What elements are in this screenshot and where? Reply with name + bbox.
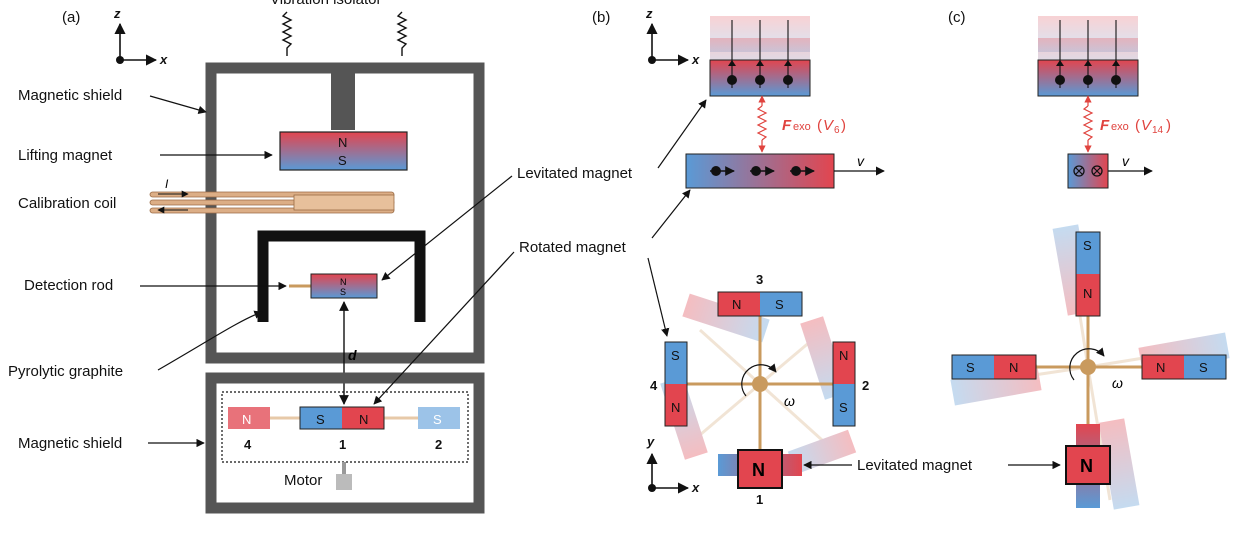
rotor-2-b-n: N xyxy=(839,348,848,363)
velocity-label-b: v xyxy=(857,153,865,169)
motor-shaft xyxy=(336,474,352,490)
force-b-paren-close: ) xyxy=(841,117,846,134)
axis-z-label-b: z xyxy=(645,6,653,21)
force-c-argsub: 14 xyxy=(1152,125,1164,136)
rotor-c-top-s: S xyxy=(1083,238,1092,253)
lifting-magnet: N S xyxy=(279,131,408,171)
lifting-magnet-n: N xyxy=(338,135,347,150)
rotor-magnet-2-a: S xyxy=(418,407,460,429)
rotor-c-left-s: S xyxy=(966,360,975,375)
axis-x-label-b: x xyxy=(691,52,700,67)
force-c-paren-close: ) xyxy=(1166,117,1171,134)
rotor-c-right-n: N xyxy=(1156,360,1165,375)
rotor-number-4-b: 4 xyxy=(650,378,658,393)
panel-b-label: (b) xyxy=(592,9,610,26)
lifting-magnet-label: Lifting magnet xyxy=(18,147,113,164)
calibration-coil-label: Calibration coil xyxy=(18,195,116,212)
calibration-coil: I xyxy=(149,177,395,214)
rotor-number-2-b: 2 xyxy=(862,378,869,393)
rotated-magnet-label: Rotated magnet xyxy=(519,239,627,256)
axis-x-label: x xyxy=(159,52,168,67)
rotor-number-1-b: 1 xyxy=(756,492,763,507)
lifting-magnet-s: S xyxy=(338,153,347,168)
pyrolytic-graphite xyxy=(257,230,426,322)
rotor-number-3-b: 3 xyxy=(756,272,763,287)
levitated-magnet-a-s: S xyxy=(340,287,346,297)
rotor-3-b-s: S xyxy=(775,297,784,312)
force-b-symbol: F xyxy=(782,117,792,134)
force-c: F exo ( V 14 ) xyxy=(1082,95,1171,153)
levitated-magnet-bottom-label: Levitated magnet xyxy=(857,457,973,474)
magnetic-shield-top-label: Magnetic shield xyxy=(18,87,122,104)
current-label: I xyxy=(165,177,169,191)
force-c-sub: exo xyxy=(1111,121,1129,133)
spring-left xyxy=(281,11,293,56)
rotor-number-2-a: 2 xyxy=(435,437,442,452)
panel-c-label: (c) xyxy=(948,9,966,26)
levitated-magnet-horizontal-b: v xyxy=(685,153,885,189)
axes-b-bottom: y x xyxy=(646,434,700,495)
rotor-4-a-n: N xyxy=(242,412,251,427)
axis-y-label: y xyxy=(646,434,655,449)
rotor-1-a-s: S xyxy=(316,412,325,427)
levitated-magnet-cross-c: v xyxy=(1067,153,1153,189)
rotor-c-bottom-n: N xyxy=(1080,456,1093,476)
rotor-2-b-s: S xyxy=(839,400,848,415)
force-b: F exo ( V 6 ) xyxy=(756,95,846,153)
lower-magnetic-shield xyxy=(205,372,485,514)
rotor-4-b-s: S xyxy=(671,348,680,363)
axis-z-label: z xyxy=(113,6,121,21)
rotor-number-4-a: 4 xyxy=(244,437,252,452)
rotor-2-a-s: S xyxy=(433,412,442,427)
levitated-magnet-a: N S xyxy=(310,273,378,299)
levitated-magnet-stack-b xyxy=(709,16,811,97)
velocity-label-c: v xyxy=(1122,153,1130,169)
force-c-symbol: F xyxy=(1100,117,1110,134)
rotor-region xyxy=(221,391,469,463)
force-b-sub: exo xyxy=(793,121,811,133)
force-b-arg: V xyxy=(823,117,835,134)
spring-right xyxy=(396,11,408,56)
distance-label: d xyxy=(348,347,357,363)
levitated-magnet-a-n: N xyxy=(340,277,347,287)
omega-label-b: ω xyxy=(784,393,795,409)
detection-rod-label: Detection rod xyxy=(24,277,113,294)
rotor-number-1-a: 1 xyxy=(339,437,346,452)
rotor-magnet-1-a: S N xyxy=(299,406,385,430)
rotor-c-right-s: S xyxy=(1199,360,1208,375)
rotor-1-a-n: N xyxy=(359,412,368,427)
rotor-1-b-n: N xyxy=(752,460,765,480)
rotor-magnet-4-a: N xyxy=(228,407,270,429)
levitated-magnet-label: Levitated magnet xyxy=(517,165,633,182)
rotor-3-b-n: N xyxy=(732,297,741,312)
axes-a: z x xyxy=(113,6,168,67)
rotor-c: ω S N S N N S N xyxy=(950,224,1230,510)
force-b-paren-open: ( xyxy=(817,117,822,134)
rotor-b: ω N S 3 N S 2 S N 4 N 1 xyxy=(650,272,869,507)
rotor-4-b-n: N xyxy=(671,400,680,415)
magnetic-shield-bottom-label: Magnetic shield xyxy=(18,435,122,452)
force-c-arg: V xyxy=(1141,117,1153,134)
force-c-paren-open: ( xyxy=(1135,117,1140,134)
axes-b: z x xyxy=(645,6,700,67)
rotor-c-top-n: N xyxy=(1083,286,1092,301)
panel-a-label: (a) xyxy=(62,9,80,26)
force-b-argsub: 6 xyxy=(834,125,840,136)
pyrolytic-graphite-label: Pyrolytic graphite xyxy=(8,363,123,380)
axis-x-label-b2: x xyxy=(691,480,700,495)
motor-label: Motor xyxy=(284,472,322,489)
levitated-magnet-stack-c xyxy=(1037,16,1139,97)
omega-label-c: ω xyxy=(1112,375,1123,391)
rotor-c-left-n: N xyxy=(1009,360,1018,375)
vibration-isolator-label: Vibration isolator xyxy=(270,0,381,8)
